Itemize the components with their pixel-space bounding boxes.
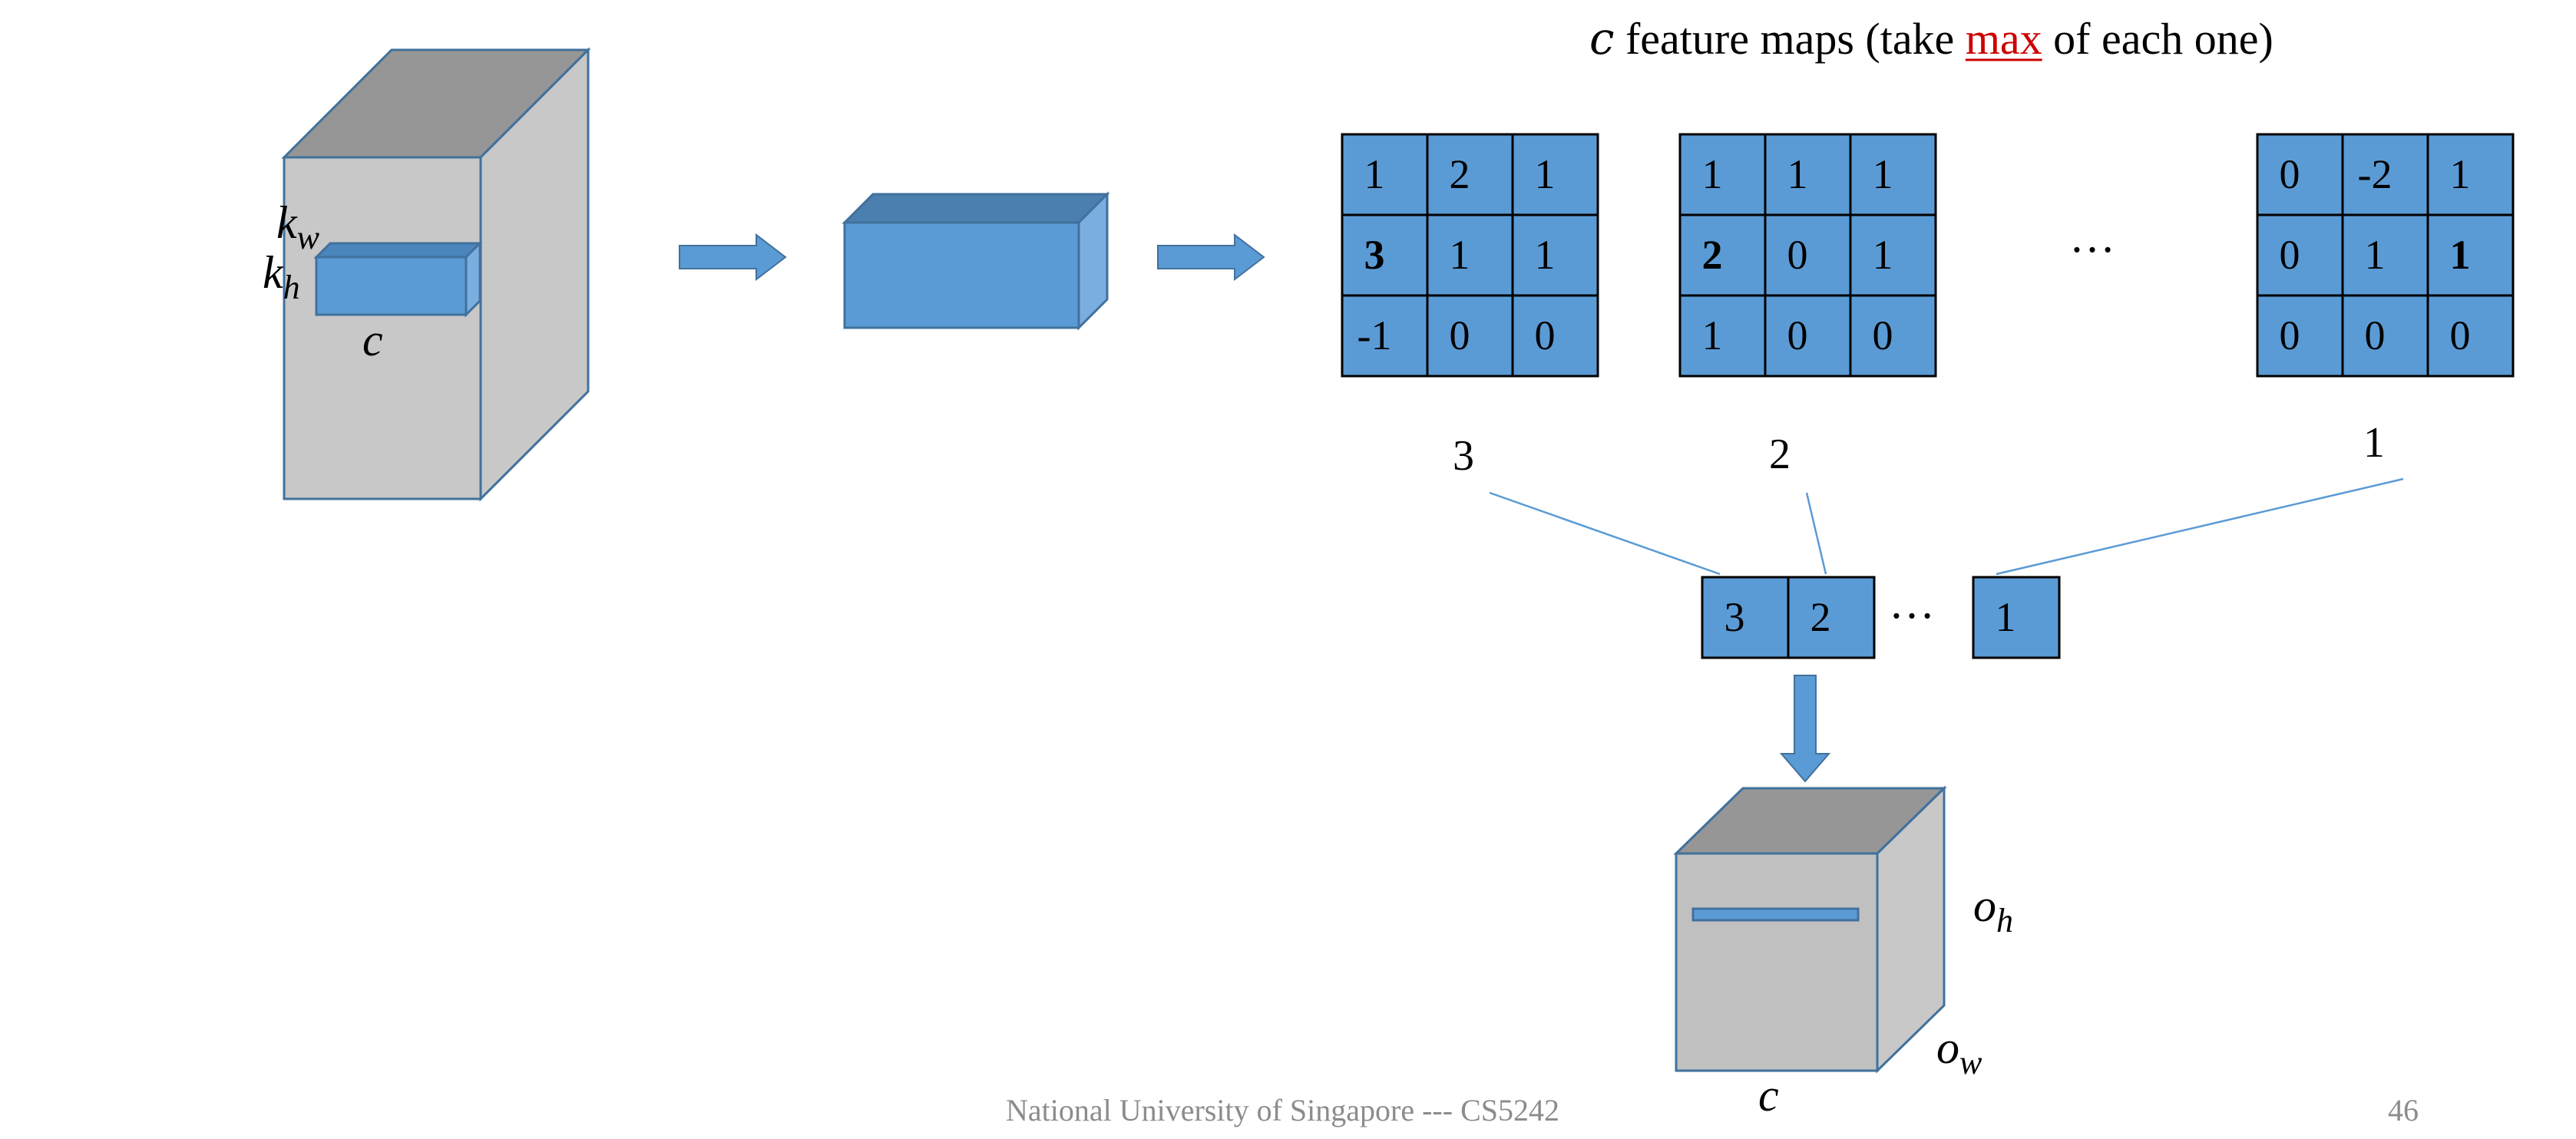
feature-map-value: 0 (1787, 232, 1808, 278)
feature-map-value: 1 (1535, 232, 1556, 278)
feature-map-cell (2256, 133, 2344, 216)
pooled-vector-cell (1701, 576, 1790, 659)
arrow-right-1 (679, 233, 787, 282)
label-input-c: c (362, 315, 383, 365)
feature-map-value: 0 (2450, 312, 2471, 358)
feature-map-2: 1 1 1 2 0 1 1 0 0 (1678, 133, 1937, 378)
pooled-vector-last-cell (1972, 576, 2061, 659)
feature-map-cell (1341, 133, 1429, 216)
feature-map-value: 0 (1787, 312, 1808, 358)
kernel-volume-top (842, 193, 1110, 224)
feature-map-cell (1426, 213, 1514, 297)
kernel-volume-front (843, 221, 1080, 329)
feature-map-cell (2256, 213, 2344, 297)
feature-map-cell (2341, 294, 2429, 378)
feature-map-value: 1 (1702, 151, 1723, 197)
feature-map-value: 0 (2280, 232, 2300, 278)
input-volume-front (283, 156, 482, 500)
kernel-slab (313, 240, 483, 318)
connector-line-1 (1489, 491, 1721, 576)
feature-map-value: 1 (1873, 232, 1893, 278)
arrow-down (1779, 675, 1831, 783)
label-oh: oh (1973, 880, 2013, 939)
feature-map-1: 1 2 1 3 1 1 -1 0 0 (1341, 133, 1599, 378)
feature-map-cell (1341, 213, 1429, 297)
kernel-slab-top (313, 242, 483, 259)
feature-maps-title: c feature maps (take max of each one) (1589, 12, 2273, 64)
feature-map-cell (1764, 133, 1852, 216)
feature-map-value: -2 (2358, 151, 2392, 197)
feature-map-value: 0 (1535, 312, 1556, 358)
label-kw: kw (276, 197, 320, 256)
feature-map-cell (2256, 294, 2344, 378)
feature-map-cell (1426, 294, 1514, 378)
feature-map-cell (1678, 213, 1767, 297)
footer-text: National University of Singapore --- CS5… (1006, 1093, 1559, 1127)
feature-map-cell (1678, 133, 1767, 216)
pooled-vector-ellipsis: … (1889, 577, 1935, 628)
connector-line-2 (1805, 492, 1827, 575)
feature-map-cell (1764, 294, 1852, 378)
feature-map-value: 1 (2365, 232, 2386, 278)
feature-map-value: 1 (1535, 151, 1556, 197)
feature-map-value: 1 (1450, 232, 1470, 278)
feature-map-cell (1511, 133, 1599, 216)
feature-map-cell (1341, 294, 1429, 378)
feature-map-value: 0 (2280, 151, 2300, 197)
label-output-c: c (1758, 1070, 1779, 1121)
label-kh: kh (263, 247, 300, 306)
feature-map-cell (1511, 294, 1599, 378)
feature-maps-ellipsis: … (2069, 211, 2115, 262)
page-number: 46 (2388, 1093, 2419, 1127)
output-volume (1673, 785, 1947, 1074)
max-value-1: 3 (1453, 432, 1474, 480)
output-vector-slab (1691, 907, 1860, 922)
feature-map-value: -1 (1357, 312, 1392, 358)
feature-map-value: 2 (1450, 151, 1470, 197)
feature-map-value: 1 (1364, 151, 1385, 197)
feature-map-value: 0 (1450, 312, 1470, 358)
feature-map-cell (1678, 294, 1767, 378)
feature-map-value: 2 (1702, 232, 1723, 278)
feature-map-cell (1764, 213, 1852, 297)
feature-map-value: 0 (2365, 312, 2386, 358)
feature-map-cell (1849, 213, 1937, 297)
feature-map-cell (2341, 133, 2429, 216)
feature-map-cell (2426, 213, 2515, 297)
pooled-vector-last-value: 1 (1996, 594, 2016, 640)
feature-map-value: 1 (2450, 232, 2471, 278)
feature-map-cell (2426, 294, 2515, 378)
input-volume (281, 47, 591, 502)
feature-map-value: 1 (2450, 151, 2471, 197)
feature-map-cell (2426, 133, 2515, 216)
arrow-right-2 (1157, 233, 1265, 282)
kernel-slab-side (465, 240, 481, 318)
kernel-slab-front (315, 256, 468, 316)
feature-map-value: 1 (1873, 151, 1893, 197)
feature-map-value: 0 (2280, 312, 2300, 358)
label-ow: ow (1936, 1022, 1982, 1081)
pooled-vector: 3 2 1 (1701, 576, 2061, 659)
feature-map-cell (1426, 133, 1514, 216)
feature-map-3: 0 -2 1 0 1 1 0 0 0 (2256, 133, 2515, 378)
feature-map-value: 1 (1787, 151, 1808, 197)
pooled-vector-value: 2 (1810, 594, 1831, 640)
pooled-vector-cell (1787, 576, 1876, 659)
feature-map-value: 0 (1873, 312, 1893, 358)
max-value-2: 2 (1769, 431, 1791, 478)
feature-map-value: 1 (1702, 312, 1723, 358)
pooled-vector-value: 3 (1724, 594, 1745, 640)
connector-line-3 (1996, 477, 2404, 576)
feature-map-cell (1511, 213, 1599, 297)
output-volume-front (1675, 852, 1879, 1072)
feature-maps: 1 2 1 3 1 1 -1 0 0 1 1 1 2 0 1 1 0 0 0 -2 1 0 1 1 0 0 0 (1341, 133, 2515, 378)
max-value-3: 1 (2363, 419, 2385, 467)
feature-map-cell (1849, 294, 1937, 378)
kernel-volume (842, 191, 1110, 331)
feature-map-cell (1849, 133, 1937, 216)
feature-map-cell (2341, 213, 2429, 297)
feature-map-value: 3 (1364, 232, 1385, 278)
